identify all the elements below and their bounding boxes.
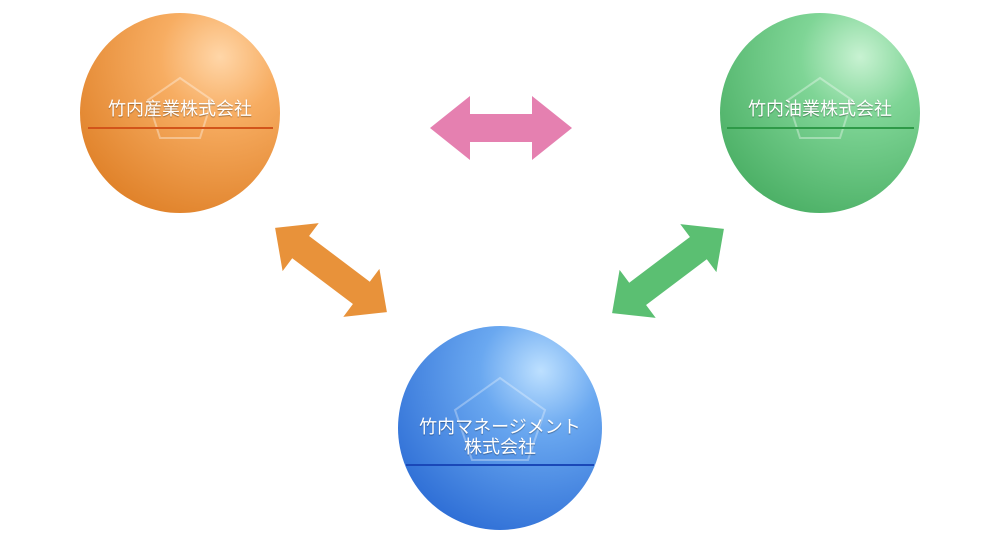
pentagon-icon xyxy=(786,76,854,139)
management-label-line2: 株式会社 xyxy=(464,437,536,458)
management-sphere xyxy=(398,326,602,530)
yugyo-underline xyxy=(727,127,914,129)
double-arrow-top xyxy=(430,96,572,160)
double-arrow-left xyxy=(275,223,387,317)
sangyo-underline xyxy=(88,127,273,129)
sangyo-label: 竹内産業株式会社 xyxy=(108,99,252,120)
pentagon-icon xyxy=(453,376,547,461)
yugyo-label: 竹内油業株式会社 xyxy=(748,99,892,120)
sangyo-sphere xyxy=(80,13,280,213)
pentagon-icon xyxy=(146,76,214,139)
double-arrow-right xyxy=(612,224,724,318)
yugyo-sphere xyxy=(720,13,920,213)
management-label-line1: 竹内マネージメント xyxy=(419,417,581,438)
management-underline xyxy=(406,464,594,466)
